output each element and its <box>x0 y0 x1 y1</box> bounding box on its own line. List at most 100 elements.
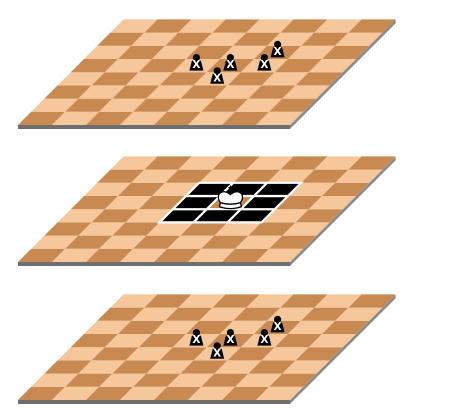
board-square <box>314 294 362 308</box>
pawn-head <box>213 342 221 350</box>
board-square <box>86 111 134 125</box>
pawn-body <box>210 348 225 359</box>
pawn-icon: X <box>270 40 285 58</box>
pawn-mark-label: X <box>192 59 200 71</box>
board-square <box>201 235 249 249</box>
king-move-cell <box>251 181 304 198</box>
board-square <box>97 32 145 46</box>
board-square <box>322 320 370 334</box>
board-square <box>248 360 296 374</box>
board-square <box>280 156 328 170</box>
board-square <box>178 294 226 308</box>
board-square <box>125 72 173 86</box>
board-square <box>188 248 236 262</box>
board-square <box>167 373 215 387</box>
board-square <box>199 169 247 183</box>
board-square <box>57 347 105 361</box>
board-square <box>282 85 330 99</box>
board-square <box>248 222 296 236</box>
board-square <box>212 19 260 33</box>
board-square <box>131 32 179 46</box>
board-square <box>91 209 139 223</box>
board-square <box>120 248 168 262</box>
board-square <box>335 307 383 321</box>
board-square <box>199 32 247 46</box>
board-square <box>256 111 304 125</box>
board-square <box>314 156 362 170</box>
board-square <box>233 307 281 321</box>
board-square <box>165 169 213 183</box>
board-square <box>256 248 304 262</box>
board-square <box>178 19 226 33</box>
pawn-icon: X <box>210 67 225 84</box>
board-square <box>188 386 236 400</box>
board-square <box>335 169 383 183</box>
board-square <box>288 45 336 59</box>
board-square <box>261 209 309 223</box>
board-square <box>44 360 92 374</box>
board-square <box>308 334 356 348</box>
board-square <box>104 196 152 210</box>
board-square <box>227 347 275 361</box>
board-square <box>222 248 270 262</box>
board-square <box>267 169 315 183</box>
board-square <box>165 32 213 46</box>
board-square <box>65 373 113 387</box>
pawn-mark-label: X <box>213 72 221 84</box>
board-square <box>235 373 283 387</box>
board-square <box>78 360 126 374</box>
board-square <box>125 209 173 223</box>
board-square <box>301 32 349 46</box>
board-square <box>280 294 328 308</box>
pawn-icon: X <box>189 54 204 71</box>
board-square <box>52 111 100 125</box>
board-square <box>348 19 396 33</box>
board-side-edge <box>290 19 396 129</box>
king-icon <box>217 185 244 210</box>
board-square <box>308 59 356 73</box>
board-square <box>31 235 79 249</box>
board-square <box>201 98 249 112</box>
board-square <box>201 373 249 387</box>
board-square <box>295 72 343 86</box>
board-square <box>233 169 281 183</box>
board-square <box>120 386 168 400</box>
pawn-body <box>270 322 285 333</box>
board-square <box>335 32 383 46</box>
board-square <box>65 98 113 112</box>
board-square <box>274 196 322 210</box>
board-square <box>57 72 105 86</box>
board-side-edge <box>290 156 396 266</box>
board-square <box>152 320 200 334</box>
board-square <box>180 85 228 99</box>
board-square <box>246 19 294 33</box>
pawn-icon: X <box>257 54 272 71</box>
pawn-mark-label: X <box>260 59 268 71</box>
board-square <box>282 222 330 236</box>
pawn-body <box>189 335 204 346</box>
board-square <box>154 248 202 262</box>
board-square <box>133 373 181 387</box>
board-square <box>322 182 370 196</box>
board-square <box>308 196 356 210</box>
board-square <box>348 294 396 308</box>
board-square <box>44 85 92 99</box>
board-square <box>154 111 202 125</box>
board-square <box>146 222 194 236</box>
board-square <box>146 360 194 374</box>
pawn-mark-label: X <box>192 334 200 346</box>
pawn-head <box>260 329 268 337</box>
board-square <box>274 334 322 348</box>
board-square <box>18 111 66 125</box>
board-square <box>212 156 260 170</box>
board-square <box>31 373 79 387</box>
board-front-edge <box>18 400 290 404</box>
pawn-icon: X <box>223 54 238 71</box>
board-square <box>212 294 260 308</box>
board-square <box>97 307 145 321</box>
board-square <box>295 209 343 223</box>
board-square <box>110 156 158 170</box>
board-square <box>167 235 215 249</box>
